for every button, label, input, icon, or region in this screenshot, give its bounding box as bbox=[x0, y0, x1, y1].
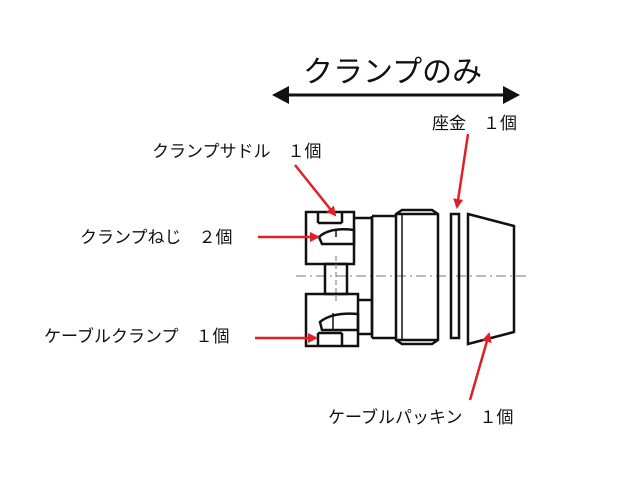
packing-arrow bbox=[468, 332, 492, 401]
hex-nut-part bbox=[394, 208, 440, 346]
washer-part bbox=[449, 212, 461, 340]
cable-clamp-part bbox=[304, 292, 360, 348]
washer-label: 座金 １個 bbox=[432, 114, 517, 134]
clamp-body bbox=[354, 214, 396, 340]
cable-clamp-label: ケーブルクランプ １個 bbox=[44, 327, 230, 347]
cable-packing-part bbox=[466, 212, 516, 346]
cable-packing-label: ケーブルパッキン １個 bbox=[328, 408, 514, 428]
diagram-title: クランプのみ bbox=[303, 55, 483, 90]
range-double-arrow bbox=[272, 86, 520, 104]
washer-arrow bbox=[453, 133, 470, 209]
saddle-arrow bbox=[294, 164, 337, 217]
clamp-saddle-label: クランプサドル １個 bbox=[152, 142, 322, 162]
clamp-screw-label: クランプねじ ２個 bbox=[80, 228, 233, 248]
clamp-screw-shaft bbox=[323, 256, 349, 304]
callout-arrows bbox=[255, 133, 492, 401]
